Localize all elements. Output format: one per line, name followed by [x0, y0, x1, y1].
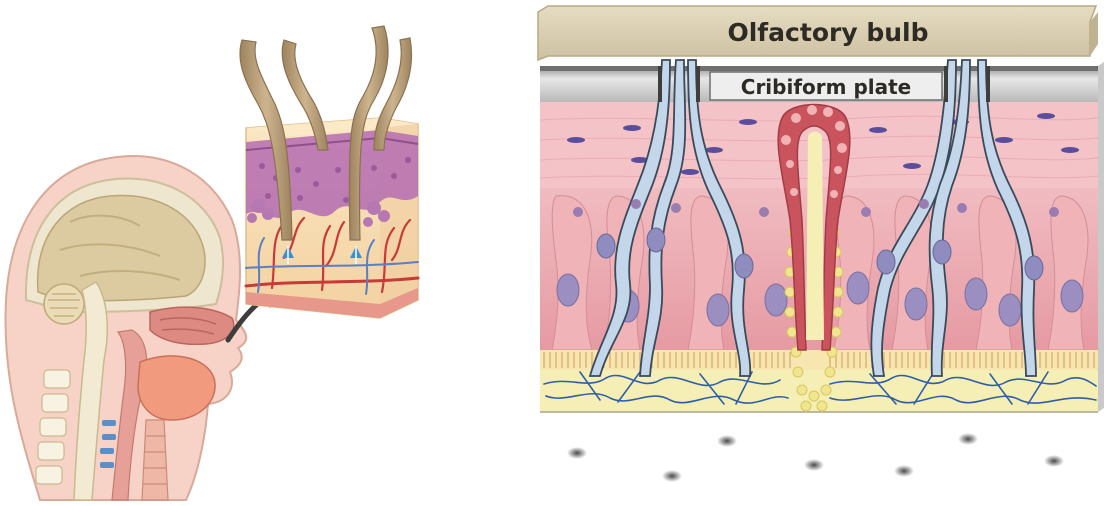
skin-block-illustration: [240, 26, 418, 318]
odor-particle: [662, 470, 682, 482]
odor-particle: [958, 433, 978, 445]
odor-particle: [1044, 455, 1064, 467]
cilia-fringe: [540, 350, 1098, 370]
cribriform-plate-label: Cribiform plate: [741, 75, 911, 99]
odor-particle: [567, 447, 587, 459]
olfactory-epithelium-illustration: [538, 6, 1104, 412]
olfactory-bulb-label: Olfactory bulb: [727, 18, 928, 47]
odor-particles: [567, 433, 1064, 482]
head-section-illustration: [5, 156, 246, 500]
odor-particle: [894, 465, 914, 477]
odor-particle: [804, 459, 824, 471]
odor-particle: [717, 435, 737, 447]
